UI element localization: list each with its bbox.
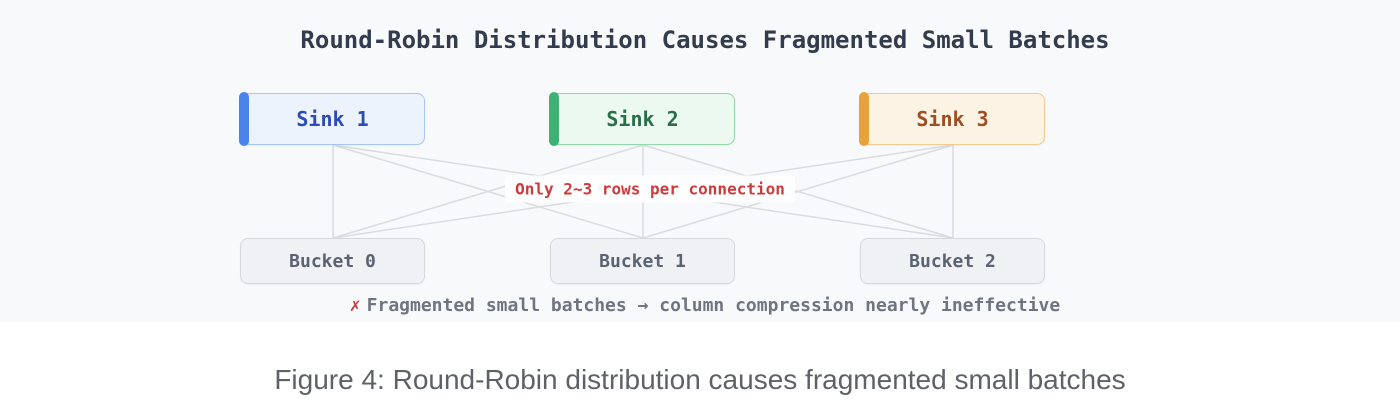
bucket-node-2: Bucket 2	[860, 238, 1045, 284]
sink-accent-bar	[859, 92, 869, 146]
bucket-label: Bucket 0	[289, 250, 376, 272]
sink-label: Sink 3	[916, 107, 989, 131]
sink-accent-bar	[549, 92, 559, 146]
connection-line	[642, 144, 954, 239]
bucket-node-0: Bucket 0	[240, 238, 425, 284]
bucket-label: Bucket 1	[599, 250, 686, 272]
figure-caption: Figure 4: Round-Robin distribution cause…	[274, 364, 1126, 395]
connection-annotation: Only 2~3 rows per connection	[505, 175, 795, 203]
sink-label: Sink 2	[606, 107, 679, 131]
sink-node-2: Sink 2	[549, 92, 735, 146]
connection-line	[332, 144, 644, 239]
diagram-title: Round-Robin Distribution Causes Fragment…	[300, 26, 1110, 54]
diagram-note: ✗Fragmented small batches → column compr…	[0, 295, 1400, 316]
diagram-panel: Round-Robin Distribution Causes Fragment…	[0, 26, 1400, 316]
sink-accent-bar	[239, 92, 249, 146]
cross-icon: ✗	[349, 295, 361, 316]
bucket-node-1: Bucket 1	[550, 238, 735, 284]
sink-node-3: Sink 3	[859, 92, 1045, 146]
note-text: Fragmented small batches → column compre…	[366, 295, 1061, 316]
sink-node-1: Sink 1	[239, 92, 425, 146]
sink-label: Sink 1	[296, 107, 369, 131]
bucket-label: Bucket 2	[909, 250, 996, 272]
